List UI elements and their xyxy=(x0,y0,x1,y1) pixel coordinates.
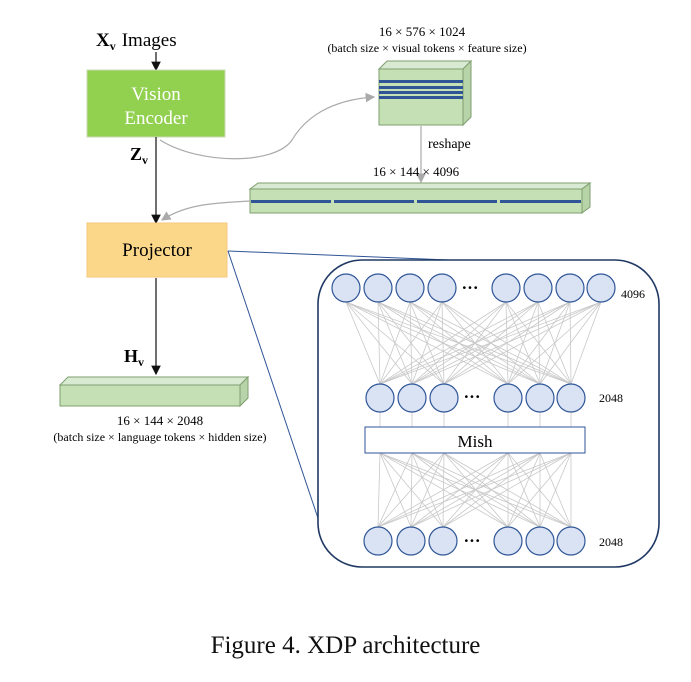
neuron-layer3 xyxy=(556,526,586,556)
language-tensor-shape: 16 × 144 × 2048 xyxy=(117,413,203,428)
mlp-connection xyxy=(411,301,602,385)
language-tensor xyxy=(58,375,250,408)
layer3-ellipsis: ··· xyxy=(463,531,480,550)
mlp-neurons xyxy=(331,273,616,556)
neuron-layer1 xyxy=(363,273,393,303)
neuron-layer2 xyxy=(365,383,395,413)
projector-output-label: Hv xyxy=(124,346,144,369)
language-tensor-description: (batch size × language tokens × hidden s… xyxy=(53,430,266,444)
mlp-connection xyxy=(507,452,541,528)
mlp-connection xyxy=(345,301,381,385)
reshaped-tensor xyxy=(248,182,592,214)
mlp-connection xyxy=(379,452,509,528)
zoom-line-bottom xyxy=(227,250,323,531)
mlp-connection xyxy=(377,452,541,528)
projector-box xyxy=(86,222,228,278)
mlp-connections-lower xyxy=(377,452,572,528)
mlp-connection xyxy=(379,301,411,385)
neuron-layer2 xyxy=(493,383,523,413)
visual-tensor-description: (batch size × visual tokens × feature si… xyxy=(327,41,526,55)
neuron-layer2 xyxy=(556,383,586,413)
mish-label: Mish xyxy=(458,432,493,451)
neuron-layer2 xyxy=(397,383,427,413)
visual-tensor-shape: 16 × 576 × 1024 xyxy=(379,24,466,39)
neuron-layer3 xyxy=(428,526,458,556)
encoder-to-tensor-curve xyxy=(159,92,376,160)
layer3-size: 2048 xyxy=(599,535,623,549)
projector-label: Projector xyxy=(122,240,192,261)
neuron-layer2 xyxy=(429,383,459,413)
mlp-connection xyxy=(410,452,445,528)
neuron-layer1 xyxy=(586,273,616,303)
neuron-layer3 xyxy=(363,526,393,556)
mlp-connection xyxy=(377,452,572,528)
mlp-connection xyxy=(377,452,381,528)
encoder-output-label: Zv xyxy=(130,144,148,167)
mlp-connection xyxy=(379,301,507,385)
mlp-panel xyxy=(317,259,660,568)
mish-box xyxy=(364,426,586,454)
reshape-label: reshape xyxy=(428,137,471,152)
vision-encoder-label-line1: Vision xyxy=(131,84,181,105)
mlp-connection xyxy=(379,301,602,385)
mlp-connection xyxy=(507,452,572,528)
neuron-layer1 xyxy=(491,273,521,303)
tensor-to-projector-curve xyxy=(160,200,251,221)
mlp-connections-upper xyxy=(345,301,602,427)
reshaped-tensor-shape: 16 × 144 × 4096 xyxy=(373,164,460,179)
mlp-connection xyxy=(379,301,443,385)
mlp-connection xyxy=(410,452,572,528)
visual-tensor xyxy=(377,59,473,127)
neuron-layer3 xyxy=(396,526,426,556)
neuron-layer3 xyxy=(525,526,555,556)
neuron-layer1 xyxy=(331,273,361,303)
mlp-connection xyxy=(377,301,381,385)
mlp-connection xyxy=(539,452,572,528)
mlp-connection xyxy=(507,301,571,385)
mlp-connection xyxy=(443,301,602,385)
mlp-connection xyxy=(442,452,572,528)
layer2-size: 2048 xyxy=(599,391,623,405)
layer1-ellipsis: ··· xyxy=(461,278,478,297)
layer2-ellipsis: ··· xyxy=(463,387,480,406)
mlp-connection xyxy=(379,301,571,385)
mlp-connection xyxy=(377,452,445,528)
neuron-layer1 xyxy=(395,273,425,303)
mlp-connection xyxy=(379,301,539,385)
mlp-connection xyxy=(377,452,509,528)
neuron-layer1 xyxy=(523,273,553,303)
neuron-layer1 xyxy=(555,273,585,303)
neuron-layer3 xyxy=(493,526,523,556)
neuron-layer2 xyxy=(525,383,555,413)
mlp-connection xyxy=(539,301,602,385)
layer1-size: 4096 xyxy=(621,287,645,301)
mlp-connection xyxy=(507,301,602,385)
vision-encoder-label-line2: Encoder xyxy=(124,108,188,129)
mlp-connection xyxy=(377,452,413,528)
mlp-connection xyxy=(570,301,602,385)
neuron-layer1 xyxy=(427,273,457,303)
figure-caption: Figure 4. XDP architecture xyxy=(210,632,481,659)
